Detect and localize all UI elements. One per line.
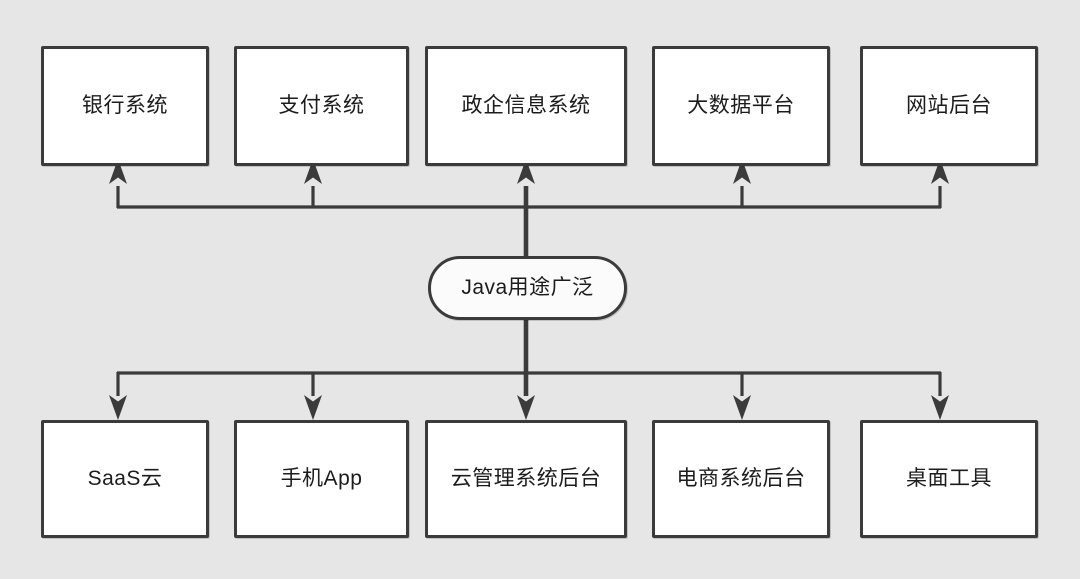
node-bottom-3-label: 云管理系统后台: [450, 466, 602, 490]
arrowhead-down-4: [733, 395, 751, 420]
node-center-hub[interactable]: Java用途广泛: [428, 256, 627, 320]
node-top-5[interactable]: 网站后台: [860, 46, 1038, 166]
node-top-5-label: 网站后台: [906, 93, 992, 117]
node-top-4[interactable]: 大数据平台: [652, 46, 830, 166]
node-bottom-5-label: 桌面工具: [906, 466, 992, 490]
node-center-hub-label: Java用途广泛: [461, 275, 594, 299]
node-top-3[interactable]: 政企信息系统: [425, 46, 627, 166]
arrowhead-down-2: [304, 395, 322, 420]
node-top-1[interactable]: 银行系统: [41, 46, 209, 166]
node-bottom-4[interactable]: 电商系统后台: [652, 420, 830, 538]
node-top-3-label: 政企信息系统: [461, 93, 591, 117]
node-bottom-1[interactable]: SaaS云: [41, 420, 209, 538]
arrowhead-down-3: [517, 395, 535, 420]
arrowhead-down-1: [109, 395, 127, 420]
node-bottom-4-label: 电商系统后台: [676, 466, 806, 490]
node-bottom-2-label: 手机App: [280, 466, 363, 490]
node-bottom-3[interactable]: 云管理系统后台: [425, 420, 627, 538]
node-top-4-label: 大数据平台: [687, 93, 795, 117]
node-bottom-2[interactable]: 手机App: [234, 420, 409, 538]
node-top-2-label: 支付系统: [278, 93, 365, 117]
node-bottom-1-label: SaaS云: [87, 466, 163, 490]
node-top-2[interactable]: 支付系统: [234, 46, 409, 166]
node-top-1-label: 银行系统: [82, 93, 168, 117]
node-bottom-5[interactable]: 桌面工具: [860, 420, 1038, 538]
arrowhead-down-5: [931, 395, 949, 420]
